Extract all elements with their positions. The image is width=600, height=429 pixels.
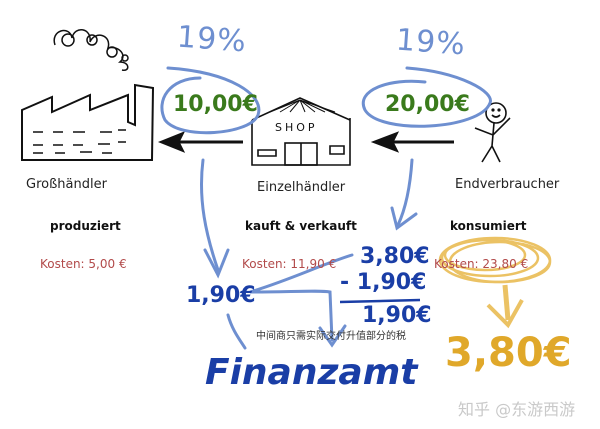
calc-line-2: - 1,90€ — [340, 270, 427, 295]
cost-consumer: Kosten: 23,80 € — [434, 257, 529, 271]
verb-wholesaler: produziert — [50, 219, 121, 233]
actor-label-consumer: Endverbraucher — [455, 177, 560, 192]
price-retail: 20,00€ — [385, 92, 470, 117]
tax-office-label: Finanzamt — [205, 352, 418, 393]
verb-retailer: kauft & verkauft — [245, 219, 357, 233]
annotation-note: 中间商只需实际交付升值部分的税 — [256, 331, 406, 342]
actor-label-wholesaler: Großhändler — [26, 177, 107, 192]
tax-rate-2: 19% — [394, 22, 467, 63]
cost-retailer: Kosten: 11,90 € — [242, 257, 337, 271]
verb-consumer: konsumiert — [450, 219, 527, 233]
shop-icon — [251, 97, 351, 166]
calc-line-1: 3,80€ — [360, 244, 430, 269]
calc-result: 1,90€ — [362, 303, 432, 328]
tax-rate-1: 19% — [175, 19, 248, 60]
factory-icon — [21, 83, 155, 161]
person-icon — [474, 102, 511, 163]
cost-wholesaler: Kosten: 5,00 € — [40, 257, 127, 271]
tax-bracket — [249, 253, 354, 342]
price-loop-1 — [160, 66, 261, 135]
shop-sign: SHOP — [275, 121, 318, 134]
consumer-tax: 3,80€ — [445, 330, 572, 376]
watermark: 知乎 @东游西游 — [458, 400, 576, 419]
tax-from-wholesaler: 1,90€ — [186, 283, 256, 308]
price-wholesale: 10,00€ — [173, 92, 258, 117]
gold-scribble — [438, 236, 552, 329]
actor-label-retailer: Einzelhändler — [257, 180, 346, 195]
arrow-left-icon — [157, 131, 454, 153]
tax-flow-arrow-1 — [200, 158, 220, 272]
price-loop-2 — [361, 66, 492, 128]
smoke-icon — [53, 29, 129, 71]
tax-flow-arrow-2 — [396, 158, 414, 227]
